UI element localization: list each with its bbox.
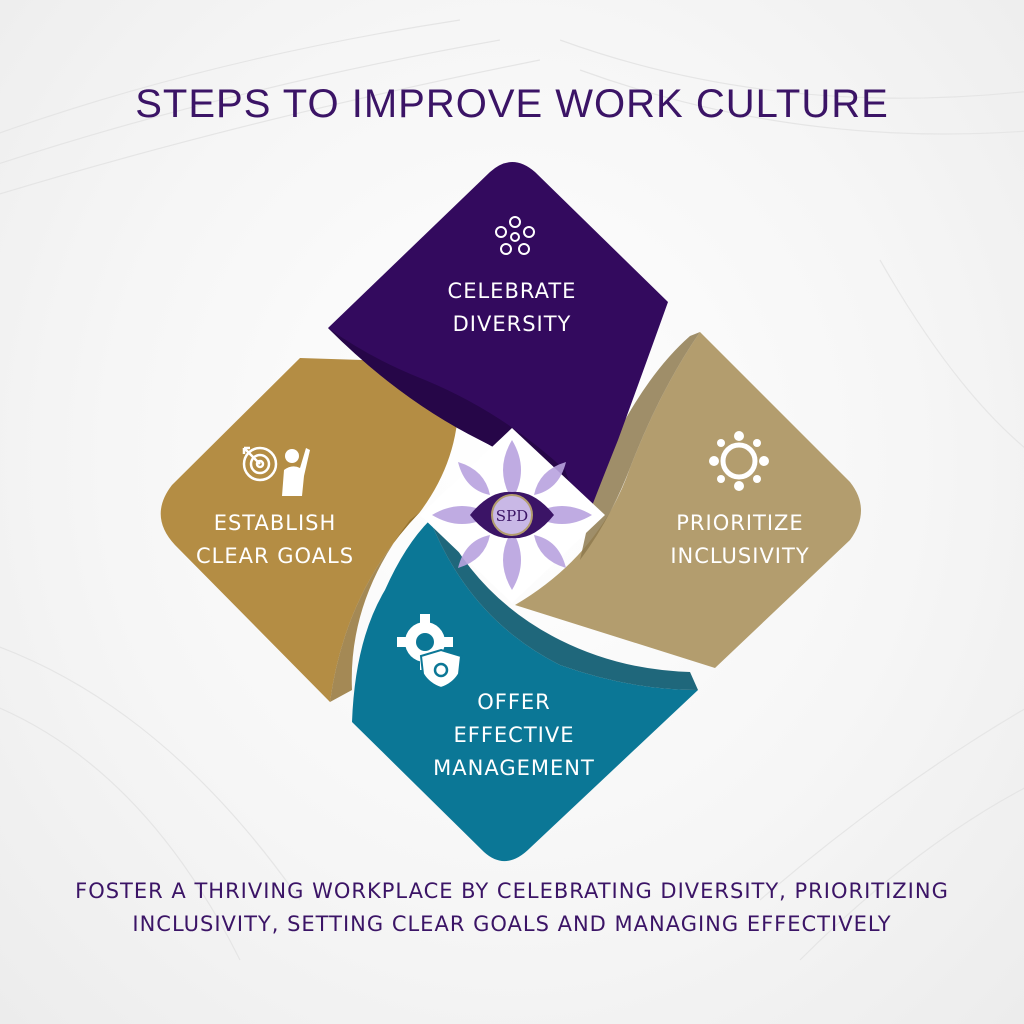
footer-line: INCLUSIVITY, SETTING CLEAR GOALS AND MAN…	[132, 912, 892, 936]
footer-summary: FOSTER A THRIVING WORKPLACE BY CELEBRATI…	[0, 875, 1024, 941]
label-line: MANAGEMENT	[433, 756, 595, 780]
flower-people-icon	[495, 216, 535, 255]
page-title: STEPS TO IMPROVE WORK CULTURE	[135, 82, 889, 126]
petal-establish-clear-goals	[160, 358, 459, 702]
label-line: PRIORITIZE	[676, 511, 804, 535]
center-logo	[420, 428, 605, 603]
label-line: DIVERSITY	[452, 312, 572, 336]
footer-line: FOSTER A THRIVING WORKPLACE BY CELEBRATI…	[75, 879, 949, 903]
label-line: EFFECTIVE	[453, 723, 575, 747]
label-line: CELEBRATE	[447, 279, 577, 303]
label-line: OFFER	[477, 690, 551, 714]
label-line: CLEAR GOALS	[195, 544, 355, 568]
logo-text: SPD	[496, 507, 528, 525]
label-celebrate-diversity: CELEBRATE DIVERSITY	[412, 275, 612, 341]
label-line: INCLUSIVITY	[670, 544, 810, 568]
lotus-logo-icon	[432, 440, 592, 590]
label-line: ESTABLISH	[213, 511, 337, 535]
petal-celebrate-diversity	[328, 162, 668, 525]
label-offer-effective-management: OFFER EFFECTIVE MANAGEMENT	[414, 686, 614, 785]
petal-prioritize-inclusivity	[515, 332, 861, 668]
target-person-icon	[242, 446, 310, 496]
label-establish-clear-goals: ESTABLISH CLEAR GOALS	[185, 507, 365, 573]
petal-offer-effective-management	[352, 520, 698, 862]
gear-shield-icon	[397, 614, 463, 690]
team-circle-icon	[709, 431, 769, 491]
label-prioritize-inclusivity: PRIORITIZE INCLUSIVITY	[650, 507, 830, 573]
